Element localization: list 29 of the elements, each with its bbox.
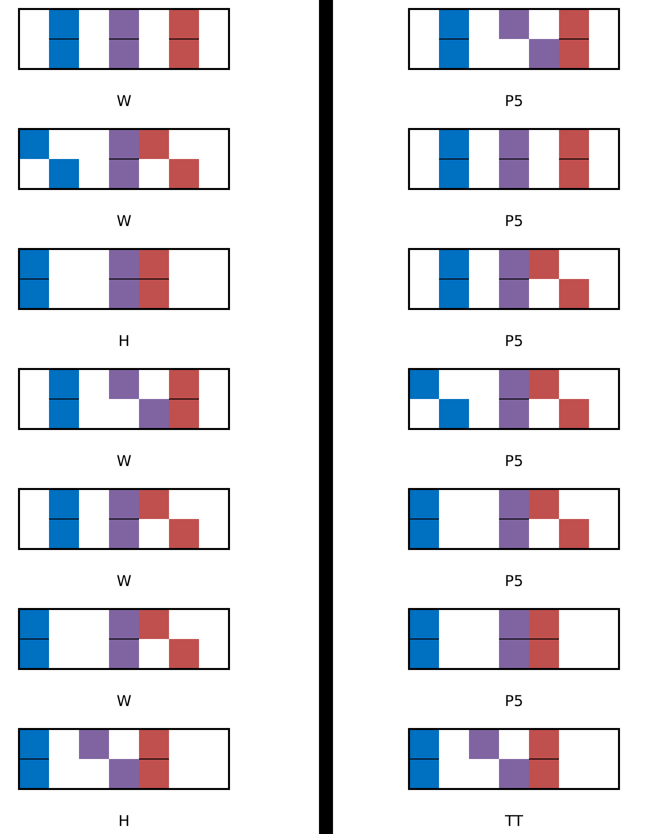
cell-grid: [408, 128, 620, 190]
grid-label: W: [116, 92, 132, 110]
grid-label: H: [117, 332, 131, 350]
grid-label: H: [117, 812, 131, 830]
grid-label: P5: [504, 212, 524, 230]
cell-grid: [18, 608, 230, 670]
grid-label: P5: [504, 92, 524, 110]
cell-grid: [408, 8, 620, 70]
cell-grid: [18, 728, 230, 790]
cell-grid: [408, 608, 620, 670]
cell-grid: [18, 248, 230, 310]
grid-label: W: [116, 452, 132, 470]
grid-label: P5: [504, 572, 524, 590]
grid-label: W: [116, 692, 132, 710]
grid-label: W: [116, 572, 132, 590]
cell-grid: [408, 728, 620, 790]
grid-label: TT: [504, 812, 524, 830]
grid-label: W: [116, 212, 132, 230]
grid-label: P5: [504, 452, 524, 470]
cell-grid: [408, 368, 620, 430]
cell-grid: [18, 368, 230, 430]
divider-bar: [319, 0, 333, 834]
cell-grid: [18, 128, 230, 190]
grid-label: P5: [504, 332, 524, 350]
cell-grid: [408, 248, 620, 310]
cell-grid: [408, 488, 620, 550]
cell-grid: [18, 488, 230, 550]
cell-grid: [18, 8, 230, 70]
grid-label: P5: [504, 692, 524, 710]
